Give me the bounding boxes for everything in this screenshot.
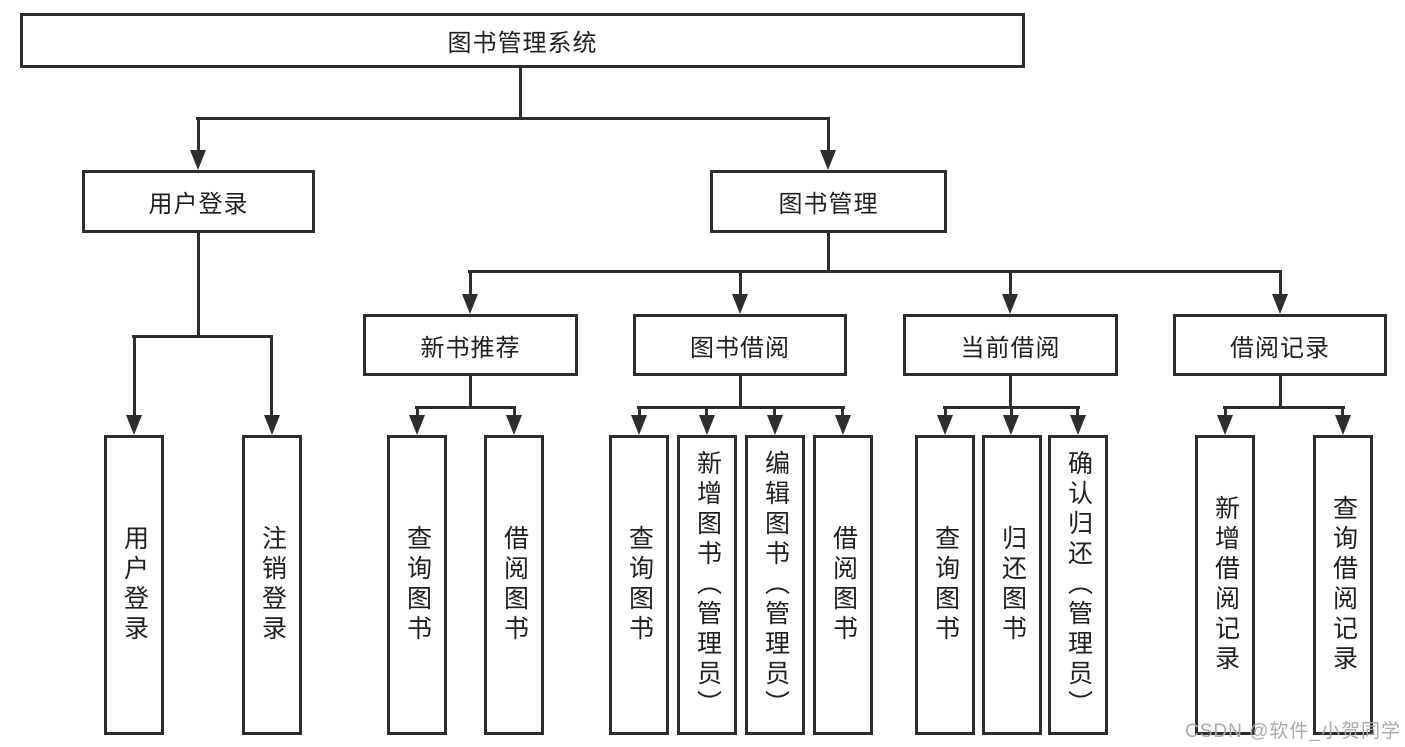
node-label: 用户登录 xyxy=(120,525,149,645)
leaf-borrow-books-recommend: 借阅图书 xyxy=(484,435,544,735)
node-label: 借阅图书 xyxy=(829,525,858,645)
arrowhead-leaf-add-record xyxy=(1217,415,1233,435)
edge-book-management-stem xyxy=(827,231,830,273)
node-label: 新增图书（管理员） xyxy=(693,450,722,720)
edge-user-login-rail xyxy=(132,335,273,338)
node-borrowing-records: 借阅记录 xyxy=(1173,314,1387,376)
node-label: 查询借阅记录 xyxy=(1329,495,1358,675)
node-current-borrowing: 当前借阅 xyxy=(903,314,1118,376)
node-label: 图书管理系统 xyxy=(447,30,598,57)
arrowhead-new-book-recommend xyxy=(462,294,478,314)
edge-user-login-stem xyxy=(197,231,200,338)
csdn-watermark: CSDN @软件_小贺同学 xyxy=(1185,721,1401,742)
leaf-logout: 注销登录 xyxy=(242,435,302,735)
leaf-query-books-current: 查询图书 xyxy=(915,435,975,735)
edge-to-leaf-add-record xyxy=(1224,406,1227,417)
arrowhead-leaf-borrow-books-1 xyxy=(506,415,522,435)
arrowhead-leaf-user-login xyxy=(126,415,142,435)
edge-borrowing-records-rail xyxy=(1223,406,1345,409)
edge-to-current-borrowing xyxy=(1009,270,1012,296)
edge-to-leaf-user-login xyxy=(133,335,136,417)
edge-new-book-recommend-stem xyxy=(469,374,472,409)
edge-to-leaf-query-books-3 xyxy=(944,406,947,417)
arrowhead-leaf-logout xyxy=(264,415,280,435)
leaf-user-login: 用户登录 xyxy=(104,435,164,735)
arrowhead-book-borrowing xyxy=(732,294,748,314)
edge-book-management-rail xyxy=(468,270,1282,273)
node-root-system: 图书管理系统 xyxy=(20,13,1025,68)
edge-to-leaf-query-record xyxy=(1341,406,1344,417)
edge-to-leaf-add-books xyxy=(705,406,708,417)
edge-to-leaf-borrow-books-1 xyxy=(513,406,516,417)
edge-new-book-recommend-rail xyxy=(415,406,516,409)
edge-to-leaf-return-books xyxy=(1010,406,1013,417)
node-label: 查询图书 xyxy=(403,525,432,645)
arrowhead-book-management xyxy=(820,150,836,170)
leaf-confirm-return-admin: 确认归还（管理员） xyxy=(1048,435,1108,735)
node-label: 新增借阅记录 xyxy=(1211,495,1240,675)
edge-to-book-borrowing xyxy=(739,270,742,296)
arrowhead-leaf-return-books xyxy=(1003,415,1019,435)
node-label: 归还图书 xyxy=(998,525,1027,645)
node-label: 注销登录 xyxy=(258,525,287,645)
edge-to-leaf-borrow-books-2 xyxy=(841,406,844,417)
node-label: 用户登录 xyxy=(148,191,249,218)
edge-book-borrowing-stem xyxy=(739,374,742,409)
arrowhead-leaf-confirm-return xyxy=(1070,415,1086,435)
node-label: 编辑图书（管理员） xyxy=(761,450,790,720)
leaf-query-books-recommend: 查询图书 xyxy=(387,435,447,735)
arrowhead-leaf-query-books-3 xyxy=(937,415,953,435)
arrowhead-leaf-query-books-2 xyxy=(631,415,647,435)
node-label: 借阅图书 xyxy=(500,525,529,645)
node-label: 查询图书 xyxy=(931,525,960,645)
arrowhead-leaf-add-books xyxy=(699,415,715,435)
arrowhead-leaf-query-record xyxy=(1335,415,1351,435)
leaf-borrow-books: 借阅图书 xyxy=(813,435,873,735)
edge-to-leaf-query-books-1 xyxy=(416,406,419,417)
leaf-query-borrow-record: 查询借阅记录 xyxy=(1313,435,1373,735)
node-new-book-recommend: 新书推荐 xyxy=(363,314,578,376)
edge-to-user-login xyxy=(197,117,200,152)
node-label: 确认归还（管理员） xyxy=(1064,450,1093,720)
edge-root-stem xyxy=(519,66,522,119)
edge-current-borrowing-stem xyxy=(1009,374,1012,409)
arrowhead-current-borrowing xyxy=(1002,294,1018,314)
edge-root-rail xyxy=(196,117,830,120)
node-label: 查询图书 xyxy=(625,525,654,645)
node-label: 图书借阅 xyxy=(690,334,790,362)
edge-to-leaf-edit-books xyxy=(773,406,776,417)
leaf-add-borrow-record: 新增借阅记录 xyxy=(1195,435,1255,735)
arrowhead-borrowing-records xyxy=(1272,294,1288,314)
node-label: 图书管理 xyxy=(778,191,879,218)
leaf-edit-books-admin: 编辑图书（管理员） xyxy=(745,435,805,735)
node-user-login: 用户登录 xyxy=(82,170,315,233)
arrowhead-leaf-edit-books xyxy=(767,415,783,435)
arrowhead-leaf-query-books-1 xyxy=(409,415,425,435)
edge-book-borrowing-rail xyxy=(637,406,845,409)
leaf-add-books-admin: 新增图书（管理员） xyxy=(677,435,737,735)
node-label: 当前借阅 xyxy=(960,334,1061,362)
node-label: 借阅记录 xyxy=(1230,334,1330,362)
edge-to-borrowing-records xyxy=(1279,270,1282,296)
node-label: 新书推荐 xyxy=(420,334,521,362)
leaf-return-books: 归还图书 xyxy=(982,435,1042,735)
edge-to-leaf-logout xyxy=(270,335,273,417)
node-book-management: 图书管理 xyxy=(710,170,947,233)
arrowhead-leaf-borrow-books-2 xyxy=(835,415,851,435)
edge-to-new-book-recommend xyxy=(469,270,472,296)
edge-borrowing-records-stem xyxy=(1279,374,1282,409)
arrowhead-user-login xyxy=(190,150,206,170)
edge-to-leaf-query-books-2 xyxy=(638,406,641,417)
leaf-query-books-borrowing: 查询图书 xyxy=(609,435,669,735)
edge-to-book-management xyxy=(827,117,830,152)
node-book-borrowing: 图书借阅 xyxy=(633,314,847,376)
edge-to-leaf-confirm-return xyxy=(1076,406,1079,417)
